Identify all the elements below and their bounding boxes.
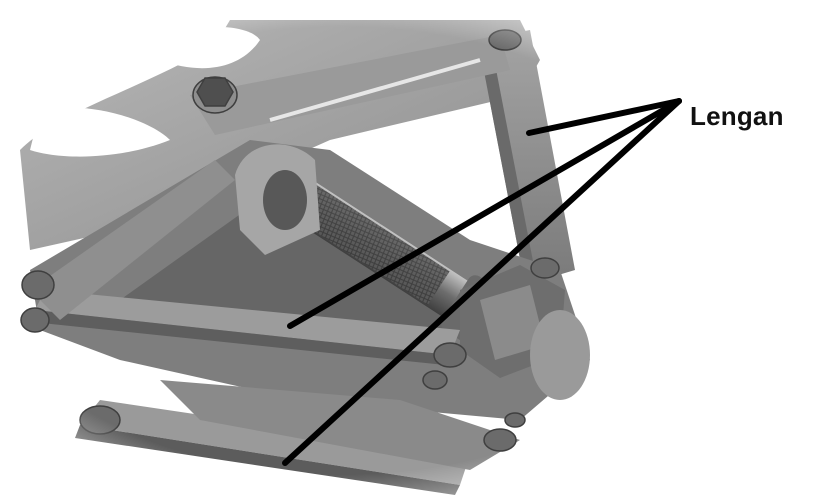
- callout-line-middle-arm: [287, 98, 682, 329]
- callout-line-upright-arm: [526, 98, 682, 136]
- right-whitespace: [600, 0, 814, 501]
- callout-line-lower-arm: [282, 98, 682, 466]
- callout-lines: [282, 98, 682, 466]
- annotation-label: Lengan: [690, 101, 784, 131]
